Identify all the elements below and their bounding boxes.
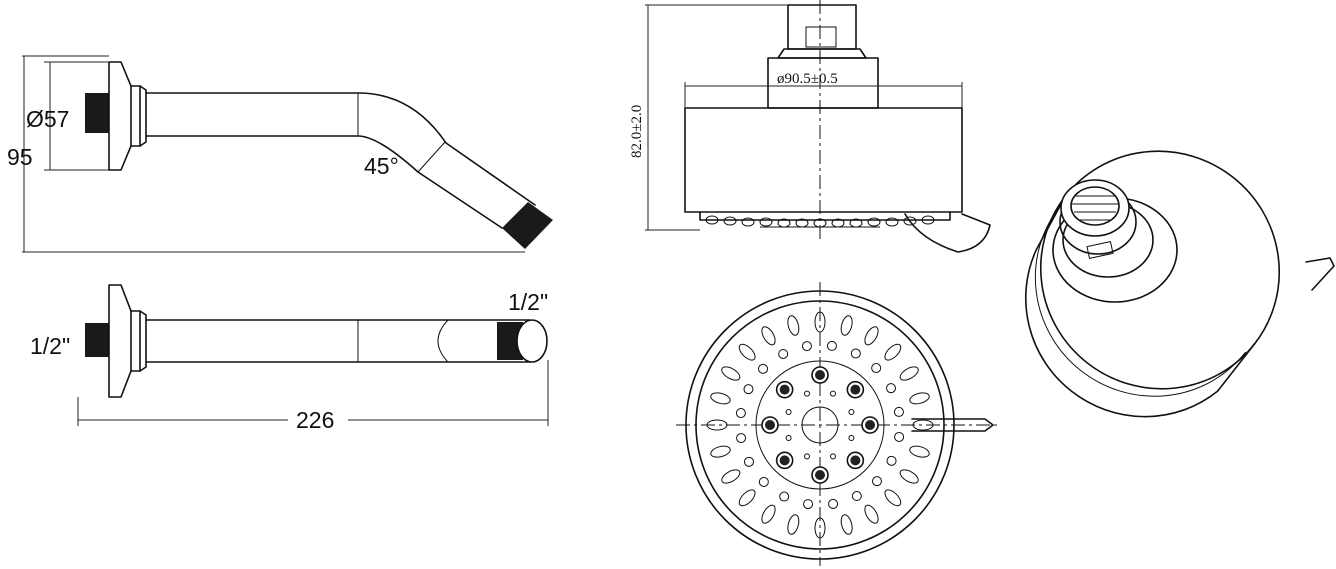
nozzle-outer [721, 366, 741, 381]
nozzle-outer [912, 419, 934, 431]
nozzle-inner-core [779, 384, 790, 395]
nozzle-mid [871, 363, 882, 374]
nozzle-small [848, 408, 855, 415]
nozzle-small [848, 435, 855, 442]
arm-length-label: 226 [296, 407, 334, 433]
nozzle-mid [886, 455, 897, 466]
nozzle-mid [801, 341, 812, 352]
arm-height-label: 95 [7, 144, 33, 170]
nozzle-inner-core [865, 420, 875, 430]
nozzle-mid [803, 499, 814, 510]
nozzle-inner-core [815, 470, 825, 480]
nozzle-mid [851, 491, 862, 502]
nozzle-outer [909, 392, 930, 405]
nozzle-inner-core [779, 455, 790, 466]
nozzle-small [830, 390, 837, 397]
nozzle-small [785, 435, 792, 442]
outlet-thread-label: 1/2" [508, 289, 548, 315]
head-height-label: 82.0±2.0 [629, 105, 645, 158]
nozzle-mid [850, 348, 861, 359]
nozzle-small [785, 408, 792, 415]
nozzle-mid [735, 408, 746, 419]
nozzle-mid [743, 384, 754, 395]
nozzle-outer [909, 445, 930, 458]
flange-diameter-label: Ø57 [26, 106, 69, 132]
nozzle-mid [886, 383, 897, 394]
nozzle-mid [828, 498, 839, 509]
nozzle-outer [840, 514, 853, 535]
nozzle-outer [706, 419, 728, 431]
head-diameter-label: ø90.5±0.5 [777, 71, 838, 87]
nozzle-inner-core [765, 420, 775, 430]
nozzle-small [830, 453, 837, 460]
nozzle-mid [893, 406, 904, 417]
outlet-thread-side [502, 202, 553, 249]
nozzle-mid [779, 491, 790, 502]
shower-head-isometric-icon [1024, 150, 1335, 418]
nozzle-outer [710, 392, 731, 405]
nozzle-outer [721, 469, 741, 484]
nozzle-outer [738, 343, 756, 361]
nozzle-outer [899, 366, 919, 381]
nozzle-outer [814, 311, 826, 333]
nozzle-small [803, 390, 810, 397]
nozzle-outer [761, 326, 776, 346]
shower-arm-side-icon [22, 55, 553, 253]
shower-head-face-icon [676, 282, 1000, 566]
nozzle-outer [710, 445, 731, 458]
inlet-thread-label: 1/2" [30, 333, 70, 359]
nozzle-outer [884, 489, 902, 507]
nozzle-outer [840, 315, 853, 336]
nozzle-outer [814, 517, 826, 539]
nozzle-inner-core [850, 384, 861, 395]
nozzle-mid [778, 348, 789, 359]
inlet-thread-top [85, 323, 109, 357]
nozzle-mid [758, 476, 769, 487]
nozzle-mid [826, 340, 837, 351]
nozzle-mid [736, 433, 747, 444]
nozzle-outer [761, 504, 776, 524]
nozzle-outer [787, 315, 800, 336]
nozzle-mid [894, 431, 905, 442]
bend-angle-label: 45° [364, 153, 399, 179]
nozzle-outer [864, 326, 879, 346]
nozzle-mid [758, 363, 769, 374]
nozzle-mid [871, 476, 882, 487]
nozzle-outer [864, 504, 879, 524]
nozzle-outer [899, 469, 919, 484]
shower-head-side-icon [645, 0, 991, 253]
nozzle-inner-core [850, 455, 861, 466]
inlet-thread-side [85, 93, 109, 133]
nozzle-mid [743, 456, 754, 467]
nozzle-outer [787, 514, 800, 535]
shower-arm-top-icon [77, 284, 549, 426]
nozzle-inner-core [815, 370, 825, 380]
nozzle-outer [884, 343, 902, 361]
nozzle-small [803, 453, 810, 460]
nozzle-outer [738, 489, 756, 507]
